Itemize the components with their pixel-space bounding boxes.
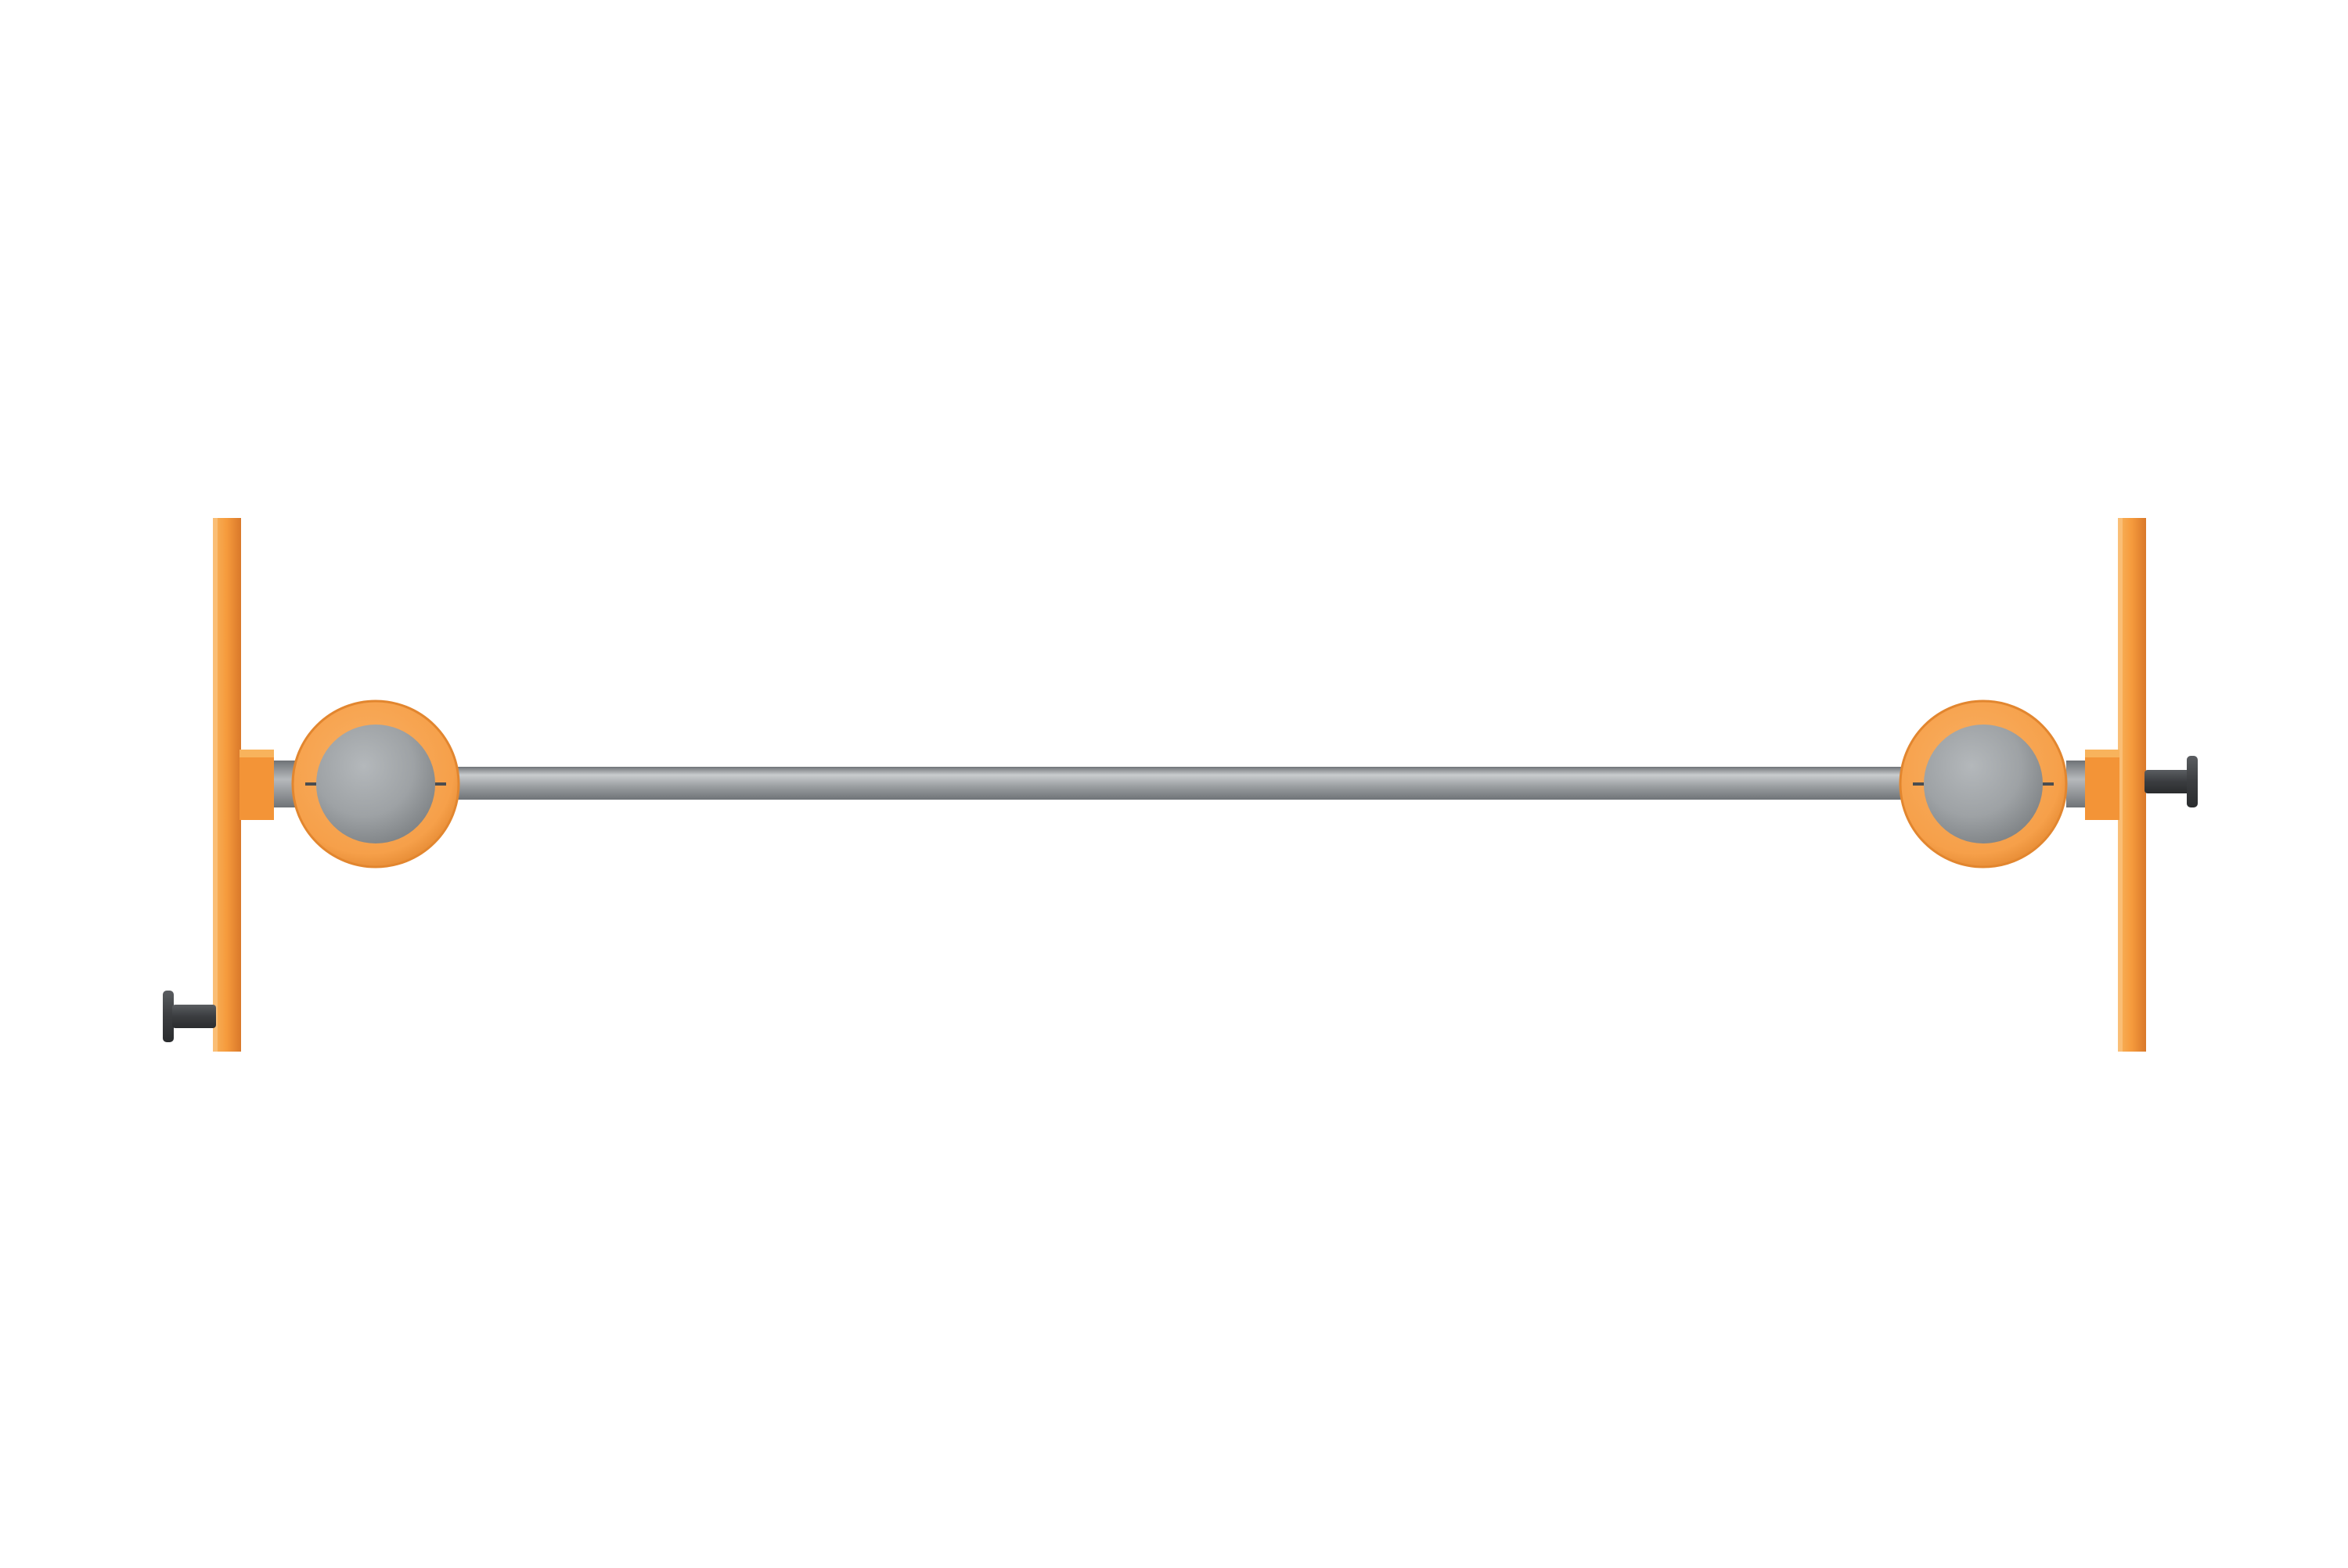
right-collar	[2066, 750, 2119, 820]
left-ball-joint	[291, 699, 460, 869]
right-ball-joint	[1899, 699, 2068, 869]
right-locking-pin	[2145, 756, 2198, 807]
left-collar	[239, 750, 297, 820]
horizontal-bar	[438, 767, 1941, 800]
left-mounting-plate	[213, 518, 241, 1052]
right-mounting-plate	[2118, 518, 2146, 1052]
left-locking-pin	[163, 991, 216, 1042]
